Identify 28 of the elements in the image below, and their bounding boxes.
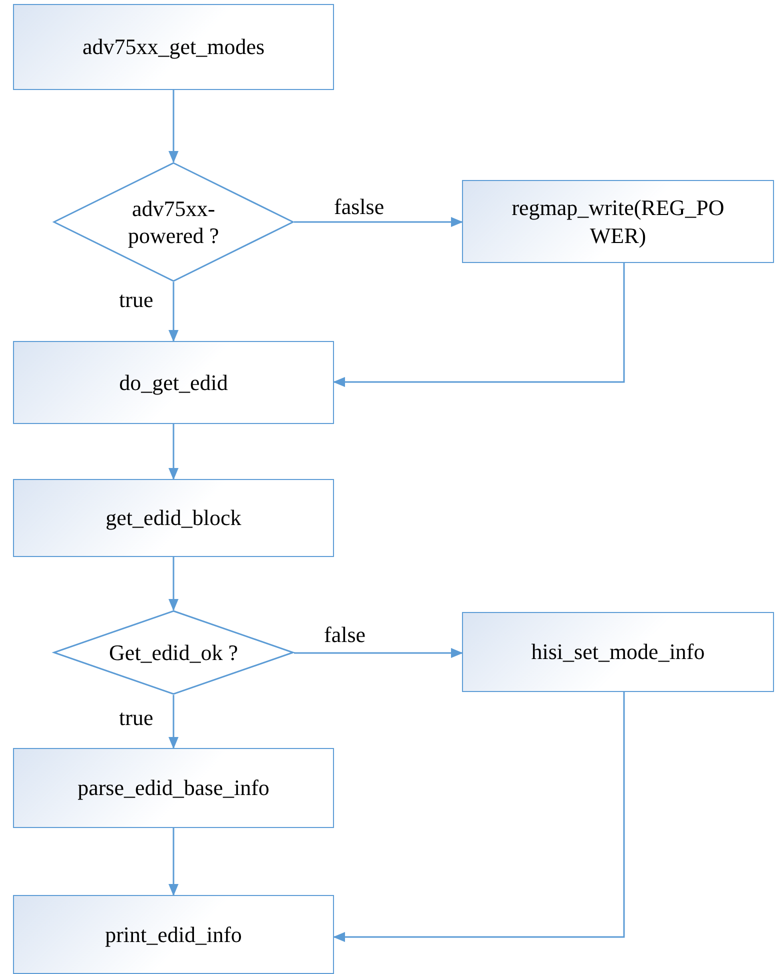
node-label: adv75xx_get_modes: [82, 33, 265, 61]
node-label: parse_edid_base_info: [78, 774, 270, 802]
process-box: [13, 4, 334, 90]
arrow: [333, 692, 625, 942]
node-label: Get_edid_ok ?: [109, 638, 238, 666]
arrow: [168, 424, 178, 480]
arrow: [168, 90, 178, 163]
process-box: [13, 341, 334, 424]
process-box: [462, 180, 774, 263]
node-label: get_edid_block: [106, 504, 242, 532]
arrow: [333, 263, 625, 387]
arrow: [168, 828, 178, 896]
arrow: [168, 282, 178, 342]
process-box: [13, 479, 334, 557]
decision-diamond: [53, 162, 294, 282]
arrow: [168, 557, 178, 611]
decision-diamond: [53, 610, 294, 695]
node-label: do_get_edid: [119, 368, 228, 396]
process-box: [13, 748, 334, 828]
node-label: regmap_write(REG_PO WER): [510, 194, 726, 249]
arrow: [294, 217, 463, 227]
node-label: print_edid_info: [105, 920, 242, 948]
process-box: [462, 612, 774, 692]
node-label: hisi_set_mode_info: [531, 638, 705, 666]
process-box: [13, 895, 334, 974]
node-label: adv75xx- powered ?: [126, 194, 220, 250]
arrow: [168, 695, 178, 749]
arrow: [294, 648, 463, 658]
